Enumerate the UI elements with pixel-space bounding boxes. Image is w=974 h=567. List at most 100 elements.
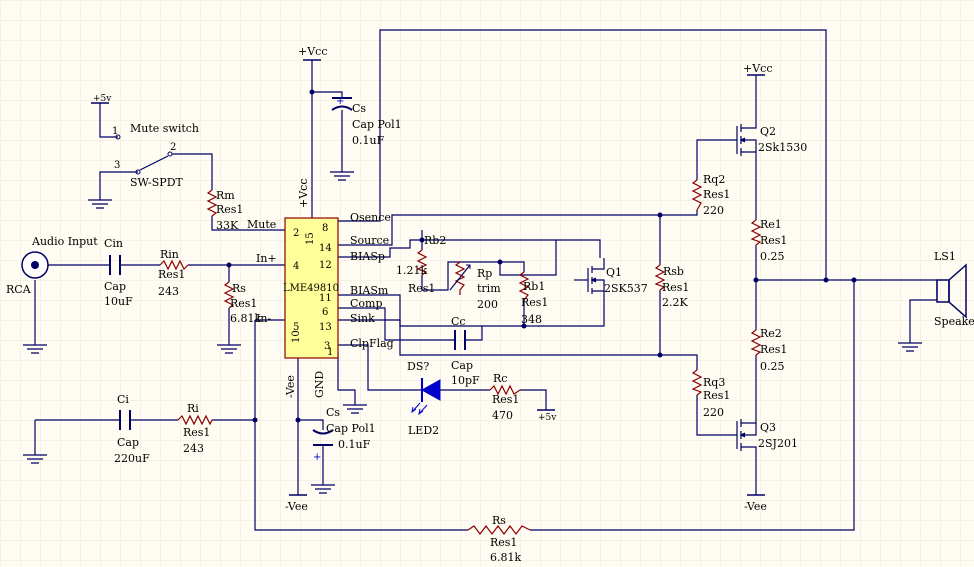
- cs-bottom-ref: Cs: [326, 406, 340, 419]
- capacitor-cs-bottom[interactable]: + Cs Cap Pol1 0.1uF: [312, 406, 376, 463]
- chip-pin13: 13: [319, 322, 332, 333]
- mute-part: SW-SPDT: [130, 176, 184, 189]
- rin-value: 243: [158, 285, 179, 298]
- wires: [34, 29, 938, 531]
- svg-text:+: +: [336, 96, 344, 107]
- vee-label-q3: -Vee: [744, 500, 767, 513]
- mute-switch[interactable]: 1 Mute switch 3 2 SW-SPDT: [112, 122, 199, 189]
- re1-type: Res1: [760, 234, 787, 247]
- rs-small-value: 6.81k: [230, 312, 261, 325]
- capacitor-cc[interactable]: Cc Cap 10pF: [451, 315, 480, 387]
- resistor-rb1[interactable]: [518, 271, 530, 301]
- cc-value: 10pF: [451, 374, 480, 387]
- rq2-type: Res1: [703, 188, 730, 201]
- chip-in-plus-label: In+: [256, 252, 277, 265]
- capacitor-ci[interactable]: Ci Cap 220uF: [114, 393, 150, 465]
- mute-pin2: 2: [170, 142, 176, 153]
- rsb-ref: Rsb: [663, 265, 684, 278]
- capacitor-cin[interactable]: Cin Cap 10uF: [104, 237, 133, 308]
- resistor-rs-small[interactable]: [223, 281, 235, 309]
- cs-top-ref: Cs: [352, 102, 366, 115]
- mosfet-q2[interactable]: Q2 2Sk1530: [736, 120, 807, 160]
- rs-small-type: Res1: [230, 297, 257, 310]
- chip-pin8: 8: [322, 223, 328, 234]
- rca-connector[interactable]: Audio Input RCA: [6, 235, 98, 296]
- svg-text:+: +: [313, 452, 321, 463]
- chip-clpflag-label: ClpFlag: [350, 337, 394, 350]
- cc-type: Cap: [451, 359, 473, 372]
- chip-pin-labels: Mute In+ In- Osence Source BIASp BIASm C…: [247, 179, 394, 398]
- resistor-rin[interactable]: [159, 259, 189, 271]
- resistor-rq2[interactable]: [691, 179, 703, 211]
- rca-label: RCA: [6, 283, 32, 296]
- chip-vee-label: -Vee: [284, 375, 297, 398]
- vcc-label-q2: +Vcc: [743, 62, 772, 75]
- rm-value: 33K: [216, 219, 239, 232]
- resistor-ri[interactable]: [177, 414, 213, 426]
- rq2-value: 220: [703, 204, 724, 217]
- re1-ref: Re1: [760, 218, 782, 231]
- resistor-rq3[interactable]: [691, 369, 703, 396]
- gnd-rca: [23, 344, 47, 354]
- mosfet-q1[interactable]: Q1 2SK537: [587, 258, 648, 300]
- chip-gnd-label: GND: [313, 371, 326, 398]
- junctions: [226, 89, 857, 423]
- resistor-re1[interactable]: [750, 219, 762, 246]
- resistor-rc[interactable]: [489, 384, 521, 396]
- chip-lme49810[interactable]: LME49810 2 4 5 8 14 12 11 6 13 3 1 15 10: [283, 217, 339, 359]
- gnd-cs-top: [330, 171, 354, 181]
- rp-ref: Rp: [477, 267, 492, 280]
- resistor-rm[interactable]: [206, 189, 218, 217]
- chip-osence-label: Osence: [350, 211, 391, 224]
- cin-value: 10uF: [104, 295, 133, 308]
- q2-ref: Q2: [760, 125, 776, 138]
- rs-fb-value: 6.81k: [490, 551, 521, 564]
- chip-pin4: 4: [293, 261, 299, 272]
- rb2-ref: Rb2: [424, 234, 446, 247]
- chip-biasm-label: BIASm: [350, 284, 389, 297]
- chip-pin3: 3: [324, 341, 330, 352]
- power-symbols: [91, 59, 765, 496]
- rsb-value: 2.2K: [662, 296, 688, 309]
- rb2-type: Res1: [408, 282, 435, 295]
- gnd-rs: [217, 344, 241, 354]
- gnd-mute: [88, 199, 112, 209]
- power-labels: +Vcc +Vcc +5v +5v -Vee -Vee: [93, 45, 772, 513]
- chip-mute-label: Mute: [247, 218, 276, 231]
- led-ds[interactable]: DS? LED2: [407, 360, 441, 437]
- rp-value: 200: [477, 298, 498, 311]
- rc-value: 470: [492, 409, 513, 422]
- ci-type: Cap: [117, 436, 139, 449]
- ri-value: 243: [183, 442, 204, 455]
- rin-ref: Rin: [160, 248, 179, 261]
- vcc-label-chip: +Vcc: [298, 45, 327, 58]
- mute-pin1: 1: [112, 126, 118, 137]
- chip-comp-label: Comp: [350, 297, 383, 310]
- speaker-part: Speaker: [934, 315, 974, 328]
- rb1-value: 348: [521, 313, 542, 326]
- chip-pin5: 5: [293, 322, 299, 333]
- resistor-re2[interactable]: [750, 329, 762, 356]
- rq2-ref: Rq2: [703, 173, 725, 186]
- cs-top-type: Cap Pol1: [352, 118, 402, 131]
- rb1-type: Res1: [521, 296, 548, 309]
- chip-pin2: 2: [293, 228, 299, 239]
- rs-fb-type: Res1: [490, 536, 517, 549]
- re2-value: 0.25: [760, 360, 785, 373]
- rs-small-ref: Rs: [232, 282, 246, 295]
- resistor-rs-feedback[interactable]: [467, 525, 531, 535]
- v5-label-led: +5v: [538, 413, 557, 423]
- rq3-type: Res1: [703, 389, 730, 402]
- q3-part: 2SJ201: [758, 437, 798, 450]
- resistor-labels: Rin Res1 243 Ri Res1 243 Rs Res1 6.81k R…: [158, 173, 787, 564]
- resistor-rsb[interactable]: [654, 264, 666, 291]
- trimmer-rp[interactable]: Rp trim 200: [449, 261, 501, 311]
- mute-switch-label: Mute switch: [130, 122, 199, 135]
- capacitor-cs-top[interactable]: + Cs Cap Pol1 0.1uF: [331, 96, 402, 147]
- resistor-rb2[interactable]: [416, 249, 428, 276]
- ri-ref: Ri: [187, 402, 199, 415]
- speaker-ls1[interactable]: LS1 Speaker: [934, 250, 974, 328]
- speaker-ref: LS1: [934, 250, 956, 263]
- mosfet-q3[interactable]: Q3 2SJ201: [736, 415, 798, 455]
- ground-symbols: [23, 171, 922, 494]
